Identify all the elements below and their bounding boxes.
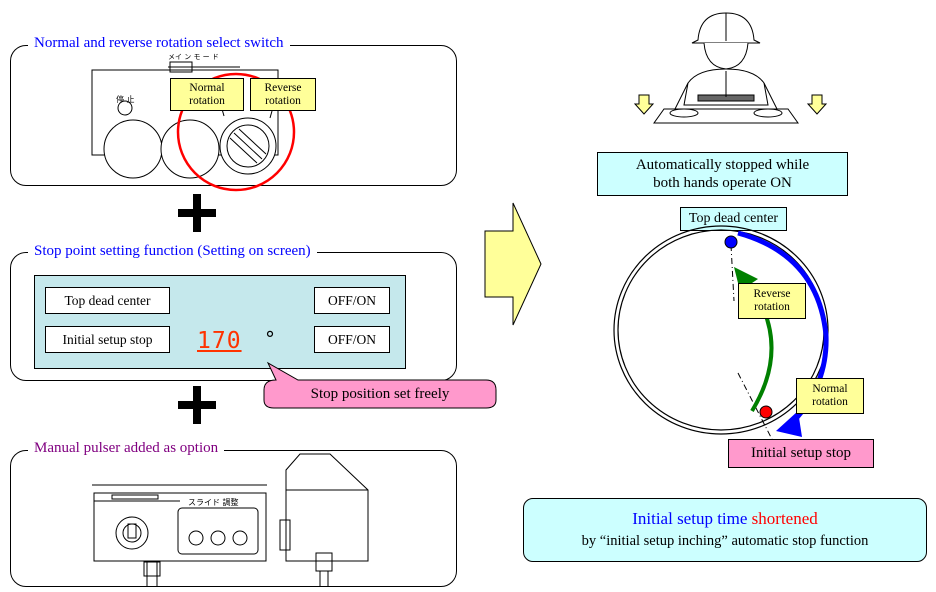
big-right-arrow	[484, 202, 542, 326]
result-box: Initial setup time shortened by “initial…	[523, 498, 927, 562]
normal-rotation-label: Normal rotation	[796, 378, 864, 414]
pulser-marks: スライド 調整	[188, 498, 239, 507]
result-line-2: by “initial setup inching” automatic sto…	[581, 533, 869, 549]
worker-illustration	[653, 12, 799, 124]
degree-unit: °	[265, 327, 275, 351]
switch-stop-marks: 停 止	[116, 95, 135, 104]
rotation-diagram	[613, 225, 829, 450]
switch-mode-marks: メイ ン モ ー ド	[168, 53, 219, 61]
stop-angle-value[interactable]: 170	[197, 328, 242, 354]
callout-shape	[263, 361, 497, 409]
switch-illustration	[91, 61, 296, 192]
stop-point-panel-title: Stop point setting function (Setting on …	[28, 243, 317, 260]
result-line-1-prefix: Initial setup time	[632, 509, 752, 528]
initial-setup-stop-label: Initial setup stop	[45, 326, 170, 353]
manual-pulser-panel	[10, 450, 457, 587]
down-arrow-right-icon	[806, 94, 828, 115]
initial-setup-stop-box: Initial setup stop	[728, 439, 874, 468]
plus-icon	[178, 386, 216, 424]
auto-stop-box: Automatically stopped while both hands o…	[597, 152, 848, 196]
down-arrow-left-icon	[633, 94, 655, 115]
manual-pulser-illustration	[92, 453, 369, 587]
normal-rotation-tag: Normal rotation	[170, 78, 244, 111]
plus-icon	[178, 194, 216, 232]
result-line-1: Initial setup time shortened	[632, 508, 818, 530]
reverse-rotation-label: Reverse rotation	[738, 283, 806, 319]
stop-position-callout: Stop position set freely	[310, 385, 450, 402]
result-line-1-highlight: shortened	[751, 509, 818, 528]
top-dead-center-label: Top dead center	[45, 287, 170, 314]
switch-panel-title: Normal and reverse rotation select switc…	[28, 35, 290, 52]
auto-stop-line-2: both hands operate ON	[653, 175, 792, 191]
manual-pulser-panel-title: Manual pulser added as option	[28, 440, 225, 457]
reverse-rotation-tag: Reverse rotation	[250, 78, 316, 111]
auto-stop-line-1: Automatically stopped while	[635, 157, 810, 173]
initial-setup-stop-toggle[interactable]: OFF/ON	[314, 326, 390, 353]
top-dead-center-toggle[interactable]: OFF/ON	[314, 287, 390, 314]
